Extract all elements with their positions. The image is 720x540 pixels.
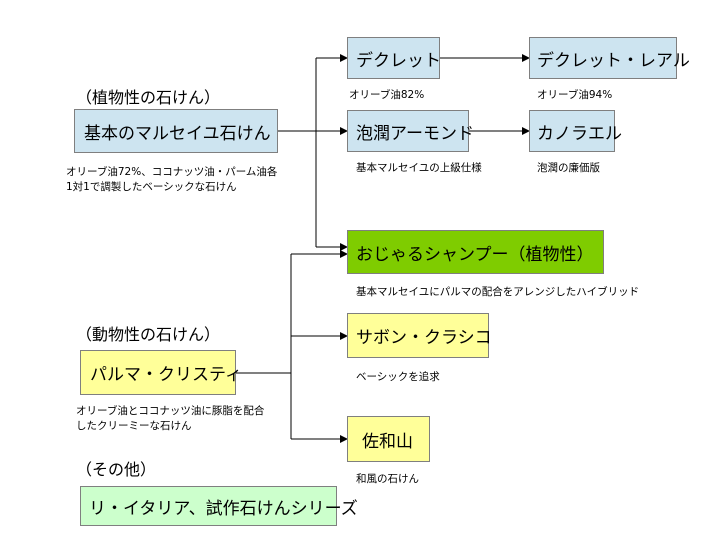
note-sawayama: 和風の石けん [356, 473, 419, 485]
note-basic: オリーブ油72%、ココナッツ油・パーム油各 1対1で調製したベーシックな石けん [66, 165, 277, 195]
node-label: デクレット・レアル [537, 50, 690, 71]
note-savon: ベーシックを追求 [356, 371, 440, 383]
node-decret-real: デクレット・レアル [529, 37, 690, 79]
note-basic-line1: オリーブ油72%、ココナッツ油・パーム油各 [66, 166, 278, 178]
heading-plant-soap: （植物性の石けん） [76, 88, 221, 107]
node-label: デクレット [356, 50, 441, 71]
note-decret-real: オリーブ油94% [537, 89, 613, 101]
node-label: カノラエル [537, 123, 622, 144]
note-ojaru: 基本マルセイユにパルマの配合をアレンジしたハイブリッド [356, 286, 640, 298]
node-label: サボン・クラシコ [356, 328, 492, 348]
node-sawayama: 佐和山 [347, 416, 430, 462]
heading-animal-soap: （動物性の石けん） [76, 325, 221, 344]
node-decret: デクレット [347, 37, 441, 79]
node-label: リ・イタリア、試作石けんシリーズ [89, 498, 358, 519]
node-label: 泡潤アーモンド [356, 123, 474, 144]
node-label: パルマ・クリスティ [90, 365, 242, 385]
note-decret: オリーブ油82% [349, 89, 425, 101]
note-palma-line1: オリーブ油とココナッツ油に豚脂を配合 [76, 405, 265, 417]
note-almond: 基本マルセイユの上級仕様 [356, 162, 482, 174]
node-palma-christi: パルマ・クリスティ [80, 350, 242, 395]
heading-other: （その他） [76, 460, 157, 479]
node-ritalia-series: リ・イタリア、試作石けんシリーズ [80, 486, 358, 526]
node-basic-marseille-soap: 基本のマルセイユ石けん [74, 109, 278, 153]
node-label: おじゃるシャンプー（植物性） [356, 244, 594, 265]
node-label: 基本のマルセイユ石けん [84, 123, 271, 144]
node-label: 佐和山 [362, 431, 413, 452]
note-canorael: 泡潤の廉価版 [537, 162, 600, 174]
node-almond: 泡潤アーモンド [347, 110, 474, 152]
note-palma: オリーブ油とココナッツ油に豚脂を配合 したクリーミーな石けん [76, 404, 264, 434]
node-canorael: カノラエル [529, 110, 622, 152]
note-palma-line2: したクリーミーな石けん [76, 420, 192, 432]
note-basic-line2: 1対1で調製したベーシックな石けん [66, 181, 237, 193]
node-savon-classico: サボン・クラシコ [347, 313, 492, 358]
node-ojaru-shampoo: おじゃるシャンプー（植物性） [347, 230, 604, 274]
